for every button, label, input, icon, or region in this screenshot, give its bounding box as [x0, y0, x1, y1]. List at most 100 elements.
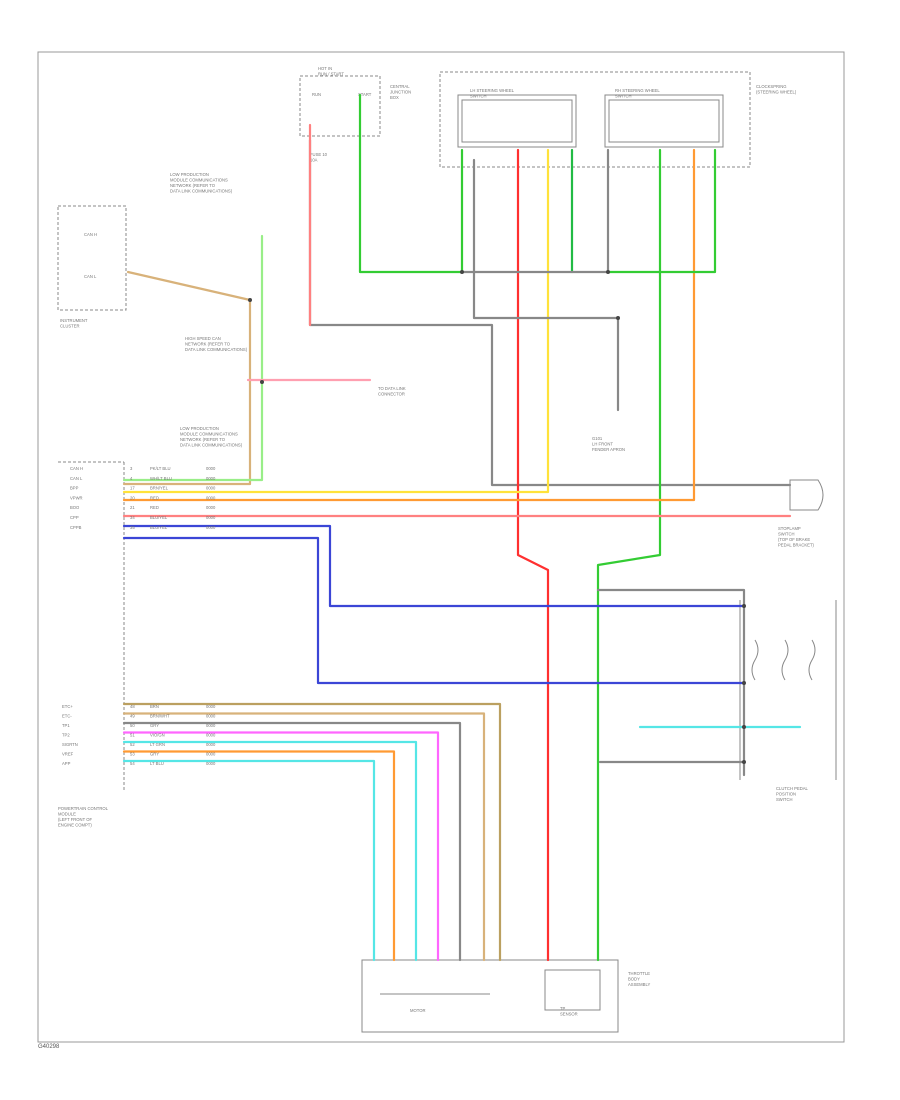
throttle-pin-name: VREF [62, 752, 74, 757]
throttle-pin-color_code: LT BLU [150, 761, 164, 766]
wire-ground [472, 158, 620, 412]
pcm-pin-circ: 0000 [206, 476, 216, 481]
throttle-pin-name: APP [62, 761, 71, 766]
wire-throttle-0 [122, 702, 502, 962]
pcm-pin-name: CAN L [70, 476, 83, 481]
splice-dot [248, 298, 252, 302]
diagram-frame [37, 51, 845, 1043]
throttle-pin-pin: 52 [130, 742, 135, 747]
throttle-pin-circ: 0000 [206, 742, 216, 747]
throttle-pin-circ: 0000 [206, 761, 216, 766]
splice-dot [260, 380, 264, 384]
pcm-pin-circ: 0000 [206, 486, 216, 491]
wire-gray-clutch [596, 588, 746, 777]
diagram-footer-id: G40298 [38, 1044, 60, 1050]
throttle-pin-color_code: BRN [150, 704, 159, 709]
throttle-pin-circ: 0000 [206, 723, 216, 728]
wire-throttle-2 [122, 721, 462, 962]
pcm-pin-circ: 0000 [206, 515, 216, 520]
throttle-pin-color_code: VIO/GN [150, 733, 165, 738]
throttle-pin-color_code: BRN/WHT [150, 714, 170, 719]
splice-dot [742, 725, 746, 729]
throttle-pin-pin: 51 [130, 733, 135, 738]
pcm-pin-name: BOO [70, 505, 80, 510]
pcm-pin-color_code: RED [150, 495, 159, 500]
svg-text:START: START [358, 92, 372, 97]
svg-text:CAN L: CAN L [84, 274, 97, 279]
wire-rh-green2 [606, 148, 717, 274]
wire-throttle-3 [122, 731, 440, 962]
svg-text:RUN: RUN [312, 92, 321, 97]
wire-green-top [358, 93, 464, 274]
svg-text:CAN H: CAN H [84, 232, 97, 237]
throttle-pin-circ: 0000 [206, 714, 216, 719]
wire-rh-green [596, 148, 662, 962]
throttle-pin-name: ETC- [62, 714, 72, 719]
pcm-pin-color_code: BLU/YEL [150, 525, 168, 530]
wire-tan-1 [122, 270, 252, 486]
pcm-pin-name: BPP [70, 486, 79, 491]
steering-wheel-region [439, 71, 751, 168]
wire-lgreen [122, 234, 264, 482]
pcm-pin-pin: 35 [130, 525, 135, 530]
splice-points [248, 270, 746, 764]
clockspring-label: CLOCKSPRING(STEERING WHEEL) [756, 84, 797, 95]
wire-blue-1 [122, 524, 746, 608]
splice-dot [742, 604, 746, 608]
splice-dot [616, 316, 620, 320]
wire-layer [122, 93, 802, 962]
wire-throttle-4 [122, 740, 418, 962]
wire-rh-gray [460, 148, 610, 274]
throttle-pin-circ: 0000 [206, 704, 216, 709]
wire-lh-pink [516, 148, 550, 962]
throttle-pin-pin: 48 [130, 704, 135, 709]
pcm-pin-color_code: BLU/YEL [150, 515, 168, 520]
svg-text:MOTOR: MOTOR [410, 1008, 426, 1013]
throttle-pin-color_code: LT GRN [150, 742, 165, 747]
pcm-pin-circ: 0000 [206, 525, 216, 530]
pcm-pin-circ: 0000 [206, 505, 216, 510]
throttle-pin-circ: 0000 [206, 752, 216, 757]
pcm-pin-name: CPP [70, 515, 79, 520]
throttle-pin-color_code: GRY [150, 752, 159, 757]
wire-throttle-5 [122, 750, 396, 962]
pcm-pin-pin: 4 [130, 476, 133, 481]
throttle-pin-pin: 50 [130, 723, 135, 728]
pcm-pin-name: VPWR [70, 495, 83, 500]
pcm-pin-color_code: RED [150, 505, 159, 510]
throttle-pin-pin: 54 [130, 761, 135, 766]
wire-blue-2 [122, 536, 746, 685]
splice-dot [460, 270, 464, 274]
throttle-pin-pin: 49 [130, 714, 135, 719]
pcm-pin-circ: 0000 [206, 466, 216, 471]
throttle-pin-name: TP2 [62, 733, 70, 738]
pcm-pin-pin: 3 [130, 466, 133, 471]
throttle-pin-name: ETC+ [62, 704, 73, 709]
wire-throttle-1 [122, 712, 486, 962]
throttle-pin-color_code: GRY [150, 723, 159, 728]
